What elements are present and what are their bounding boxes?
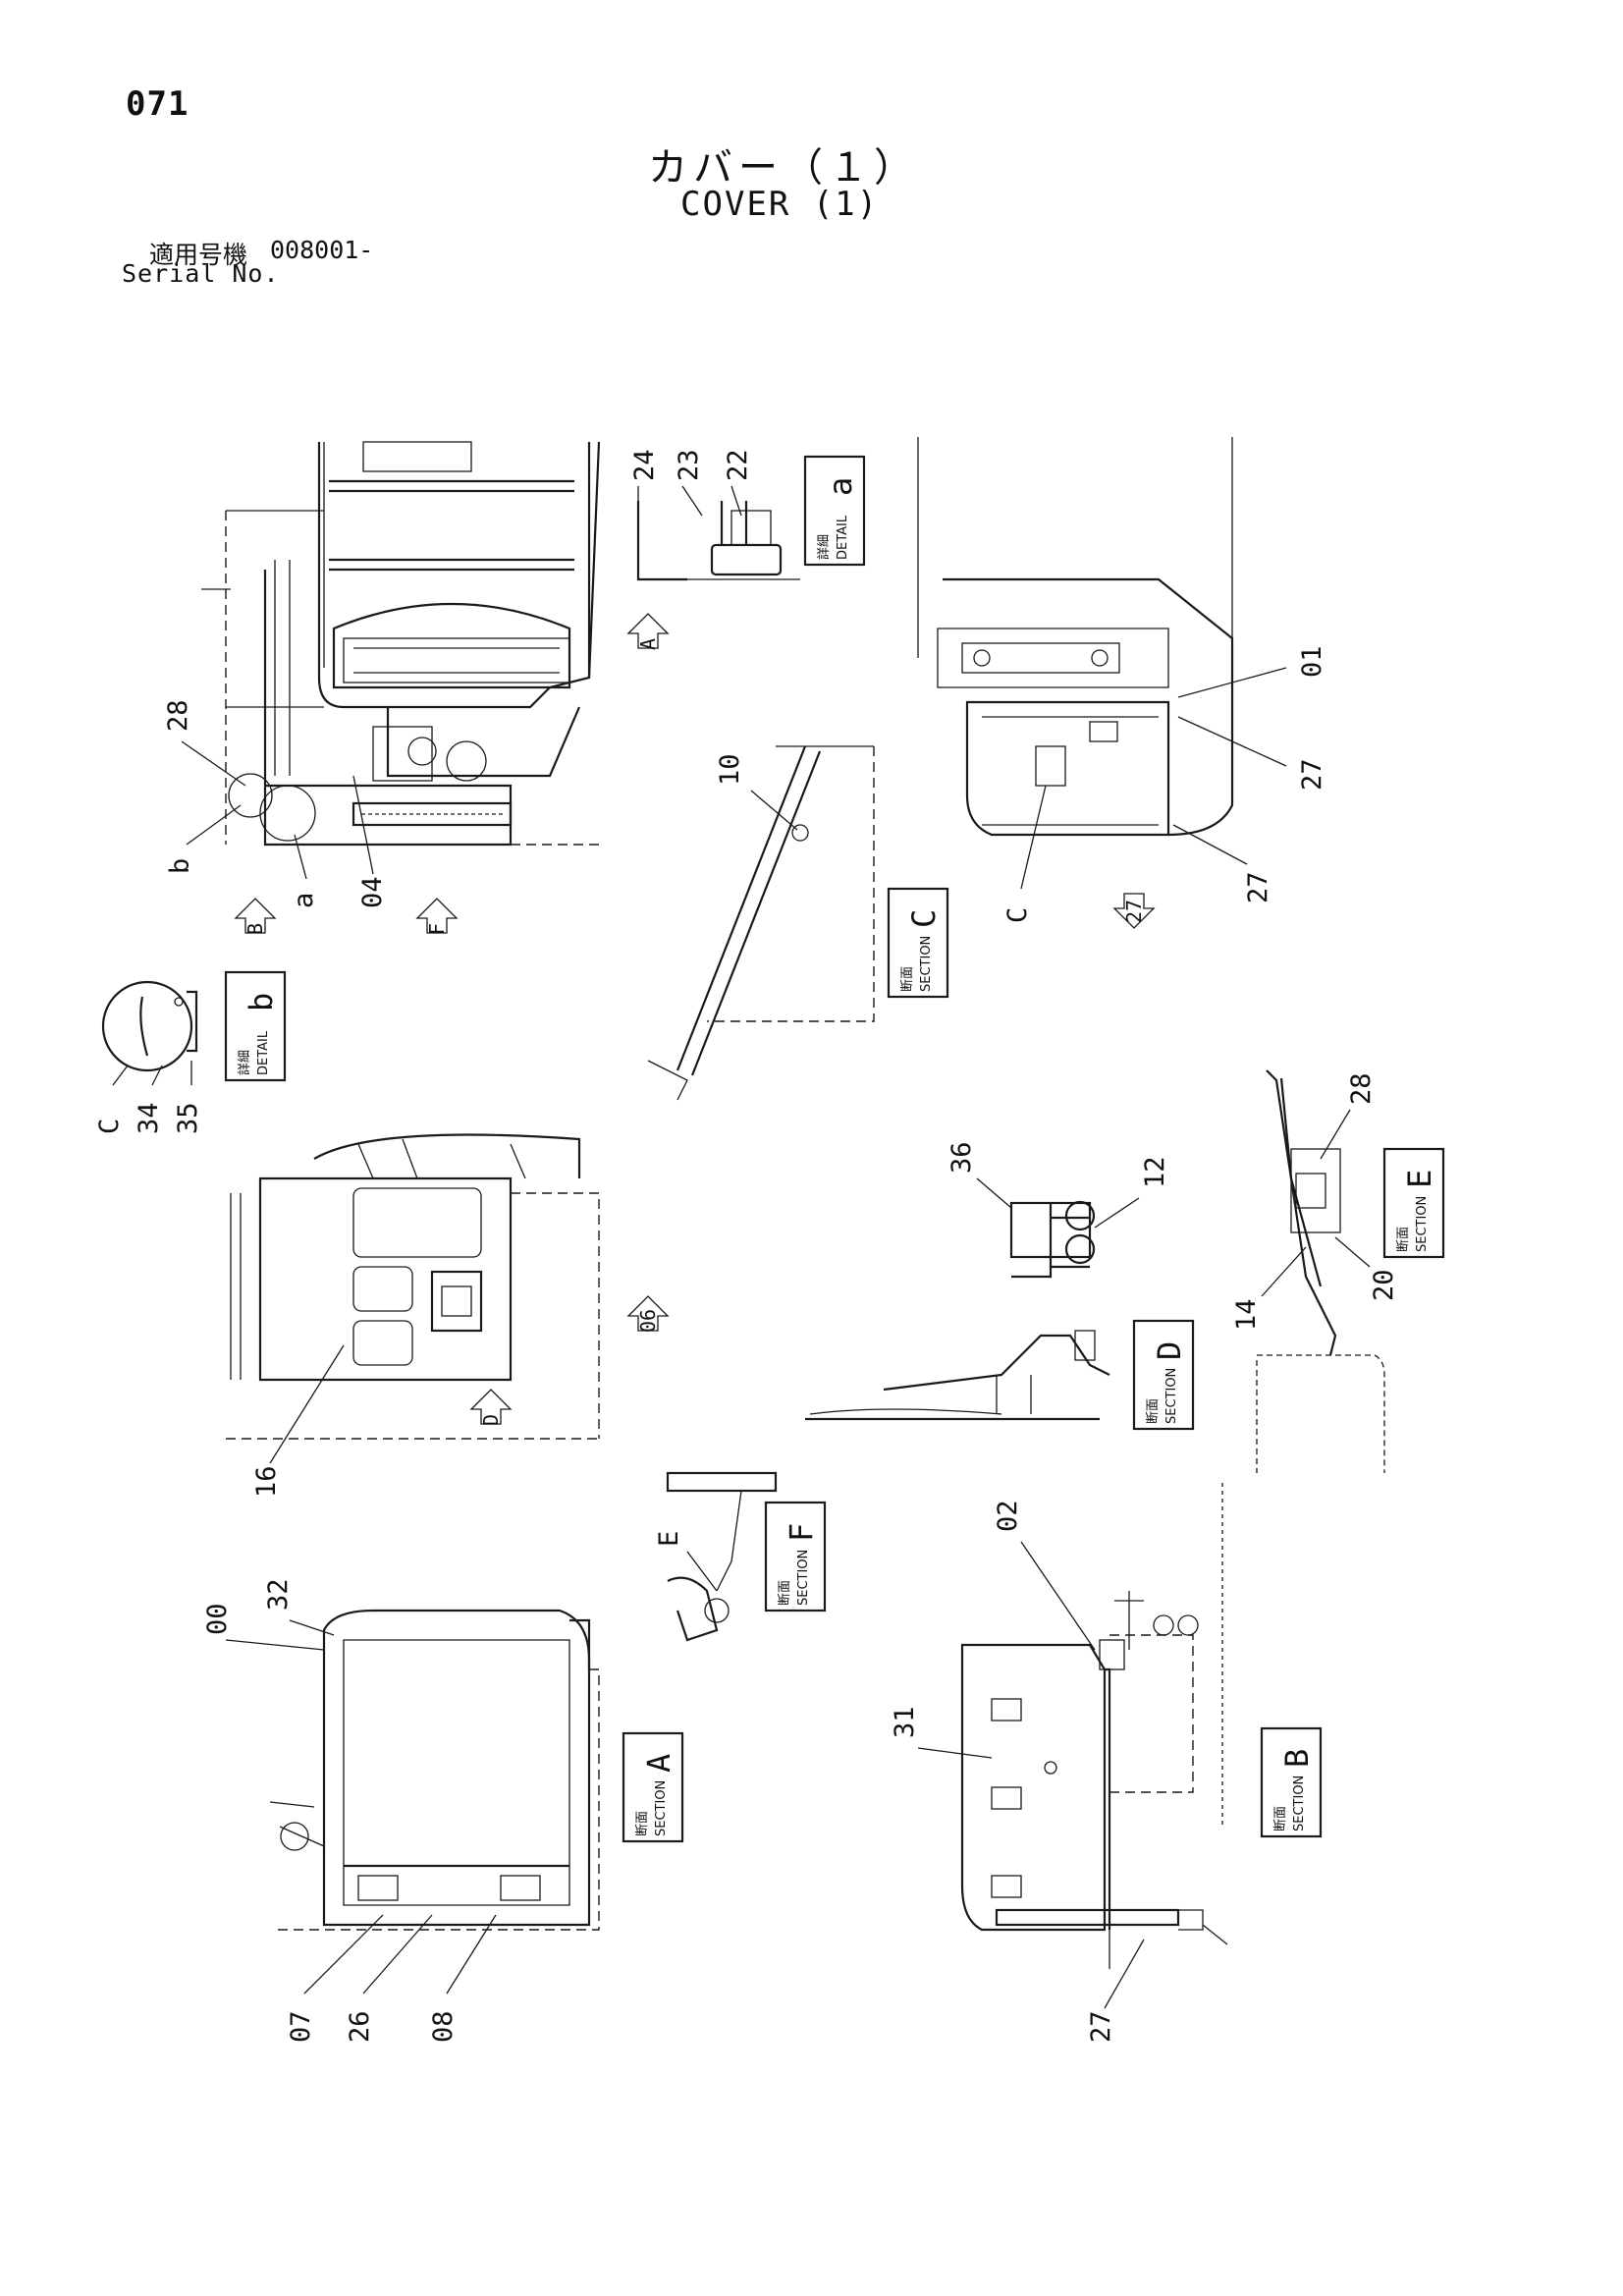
callout-27-a: 01 (1297, 645, 1327, 678)
section-a-label-box: 断面 SECTION A (622, 1731, 684, 1843)
section-e-label-box: 断面 SECTION E (1382, 1147, 1445, 1259)
callout-00: E (654, 1531, 684, 1547)
detail-b-view (101, 980, 198, 1072)
callout-35: 34 (134, 1102, 164, 1134)
svg-text:断面: 断面 (778, 1580, 792, 1606)
callout-14: 28 (1346, 1072, 1377, 1105)
callout-27-e: 27 (1086, 2010, 1116, 2043)
svg-text:b: b (243, 993, 280, 1011)
callout-34: C (94, 1119, 125, 1134)
section-c-label-box: 断面 SECTION C (887, 887, 949, 999)
section-b-label-box: 断面 SECTION B (1260, 1726, 1323, 1838)
section-f-view (666, 1471, 778, 1642)
view-arrow-a: A (626, 613, 670, 650)
svg-text:DETAIL: DETAIL (256, 1030, 271, 1075)
svg-text:SECTION: SECTION (1292, 1776, 1307, 1831)
callout-08: 08 (428, 2010, 459, 2043)
callout-07: 07 (286, 2010, 316, 2043)
section-a-view (269, 1609, 600, 1931)
svg-text:断面: 断面 (1396, 1227, 1411, 1252)
view-arrow-b: B (234, 898, 277, 935)
svg-text:A: A (640, 1754, 677, 1773)
callout-28-lower: 12 (1140, 1156, 1170, 1188)
svg-text:SECTION: SECTION (1164, 1368, 1179, 1424)
callout-a: a (289, 893, 319, 908)
svg-text:D: D (479, 1414, 503, 1426)
detail-a-label-box: 詳細 DETAIL a (803, 455, 866, 567)
callout-b: b (165, 858, 195, 874)
callout-16: 20 (1369, 1269, 1399, 1301)
main-assembly-view (201, 441, 601, 847)
detail-b-label-box: 詳細 DETAIL b (224, 970, 287, 1082)
callout-26: 26 (345, 2010, 375, 2043)
svg-text:SECTION: SECTION (919, 936, 934, 992)
svg-text:詳細: 詳細 (816, 534, 832, 560)
title-english: COVER (1) (680, 185, 880, 224)
callout-32: 00 (202, 1603, 233, 1635)
callout-02: 31 (890, 1706, 920, 1738)
callout-01: C (1002, 907, 1033, 923)
detail-a-view (636, 501, 800, 581)
callout-27-d: 02 (993, 1500, 1023, 1532)
title-japanese: カバー（１） (648, 145, 919, 191)
svg-text:E: E (1401, 1170, 1438, 1188)
svg-text:F: F (425, 923, 449, 935)
svg-text:A: A (636, 638, 660, 650)
view-arrow-d: 06 (626, 1295, 670, 1333)
callout-28-upper: 28 (163, 699, 193, 732)
svg-text:断面: 断面 (900, 966, 915, 992)
svg-text:断面: 断面 (1273, 1806, 1288, 1831)
section-f-label-box: 断面 SECTION F (764, 1501, 827, 1613)
panel-06-view (226, 1133, 600, 1440)
svg-text:SECTION: SECTION (1415, 1196, 1430, 1252)
svg-text:C: C (905, 909, 943, 928)
callout-24: 24 (629, 449, 660, 481)
view-arrow-e: D (469, 1389, 513, 1426)
svg-text:断面: 断面 (1146, 1398, 1161, 1424)
callout-31: 32 (263, 1578, 294, 1611)
svg-text:a: a (822, 477, 859, 496)
view-arrow-f: F (415, 898, 459, 935)
svg-text:断面: 断面 (635, 1811, 650, 1836)
svg-text:DETAIL: DETAIL (836, 515, 850, 560)
svg-text:SECTION: SECTION (796, 1550, 811, 1606)
callout-36: 35 (173, 1102, 203, 1134)
serial-label-english: Serial No. (122, 259, 280, 288)
panel-01-view (917, 437, 1234, 837)
svg-text:F: F (783, 1523, 820, 1542)
callout-27-b: 27 (1297, 758, 1327, 791)
callout-10: 10 (715, 753, 745, 786)
section-d-label-box: 断面 SECTION D (1132, 1319, 1195, 1431)
callout-27-c: 27 (1243, 871, 1273, 903)
svg-text:B: B (1278, 1749, 1316, 1768)
svg-text:詳細: 詳細 (237, 1050, 252, 1075)
serial-range: 008001- (270, 236, 374, 264)
serial-label-japanese: 適用号機 (149, 241, 248, 269)
svg-text:B: B (243, 923, 267, 935)
panel-02-view (960, 1483, 1228, 1969)
callout-12: 36 (947, 1141, 977, 1174)
svg-text:SECTION: SECTION (654, 1780, 669, 1836)
callout-23: 23 (674, 449, 704, 481)
section-e-view (1256, 1069, 1385, 1473)
callout-04: 04 (357, 876, 388, 908)
page-number: 071 (126, 84, 189, 124)
svg-text:06: 06 (636, 1309, 660, 1333)
callout-22: 22 (723, 449, 753, 481)
callout-20: 14 (1231, 1298, 1262, 1331)
view-arrow-c: 27 (1112, 893, 1156, 929)
svg-text:D: D (1151, 1341, 1188, 1360)
callout-06: 16 (251, 1465, 282, 1498)
section-c-view (647, 745, 875, 1101)
svg-text:27: 27 (1122, 900, 1146, 923)
bracket-12-view (1009, 1200, 1096, 1279)
section-d-view (805, 1330, 1110, 1421)
